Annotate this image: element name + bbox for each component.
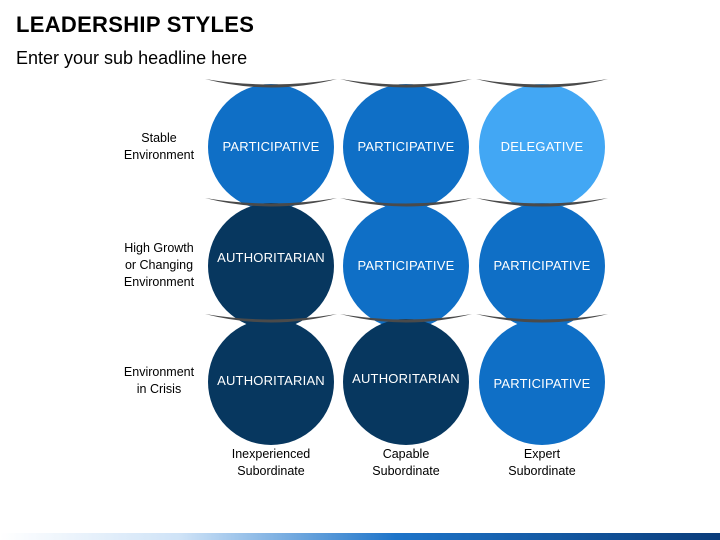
cell-label-r1c3: DELEGATIVE — [500, 139, 584, 154]
cell-label-r2c1: AUTHORITARIAN — [217, 250, 325, 265]
cell-circle-r1c2 — [343, 84, 469, 210]
row-label-stable: Stable Environment — [123, 131, 195, 162]
cell-label-r3c3: PARTICIPATIVE — [493, 376, 591, 391]
cell-label-r3c1: AUTHORITARIAN — [217, 373, 325, 388]
circles-layer — [205, 79, 608, 445]
row-label-crisis: Environment in Crisis — [123, 365, 195, 396]
col-label-capable: Capable Subordinate — [372, 447, 440, 478]
cell-label-r1c2: PARTICIPATIVE — [357, 139, 455, 154]
cell-cap-r1c3 — [476, 79, 608, 88]
cell-cap-r3c3 — [476, 314, 608, 323]
row-label-high-growth: High Growth or Changing Environment — [123, 241, 195, 289]
cell-cap-r1c2 — [340, 79, 472, 88]
cell-circle-r2c2 — [343, 203, 469, 329]
col-label-expert: Expert Subordinate — [508, 447, 576, 478]
cell-label-r2c3: PARTICIPATIVE — [493, 258, 591, 273]
cell-circle-r3c1 — [208, 319, 334, 445]
cell-label-r1c1: PARTICIPATIVE — [222, 139, 320, 154]
cell-circle-r1c3 — [479, 84, 605, 210]
cell-circle-r3c2 — [343, 319, 469, 445]
cell-cap-r3c1 — [205, 314, 337, 323]
cell-cap-r3c2 — [340, 314, 472, 323]
cell-circle-r2c1 — [208, 203, 334, 329]
cell-label-r3c2: AUTHORITARIAN — [352, 371, 460, 386]
cell-cap-r2c2 — [340, 198, 472, 207]
page-subtitle: Enter your sub headline here — [16, 48, 248, 68]
cell-cap-r2c1 — [205, 198, 337, 207]
cell-circle-r2c3 — [479, 203, 605, 329]
cell-cap-r1c1 — [205, 79, 337, 88]
cell-circle-r1c1 — [208, 84, 334, 210]
bottom-accent-bar — [0, 533, 720, 540]
page-title: LEADERSHIP STYLES — [16, 12, 255, 37]
cell-circle-r3c3 — [479, 319, 605, 445]
cell-label-r2c2: PARTICIPATIVE — [357, 258, 455, 273]
cell-cap-r2c3 — [476, 198, 608, 207]
col-label-inexperienced: Inexperienced Subordinate — [231, 447, 311, 478]
